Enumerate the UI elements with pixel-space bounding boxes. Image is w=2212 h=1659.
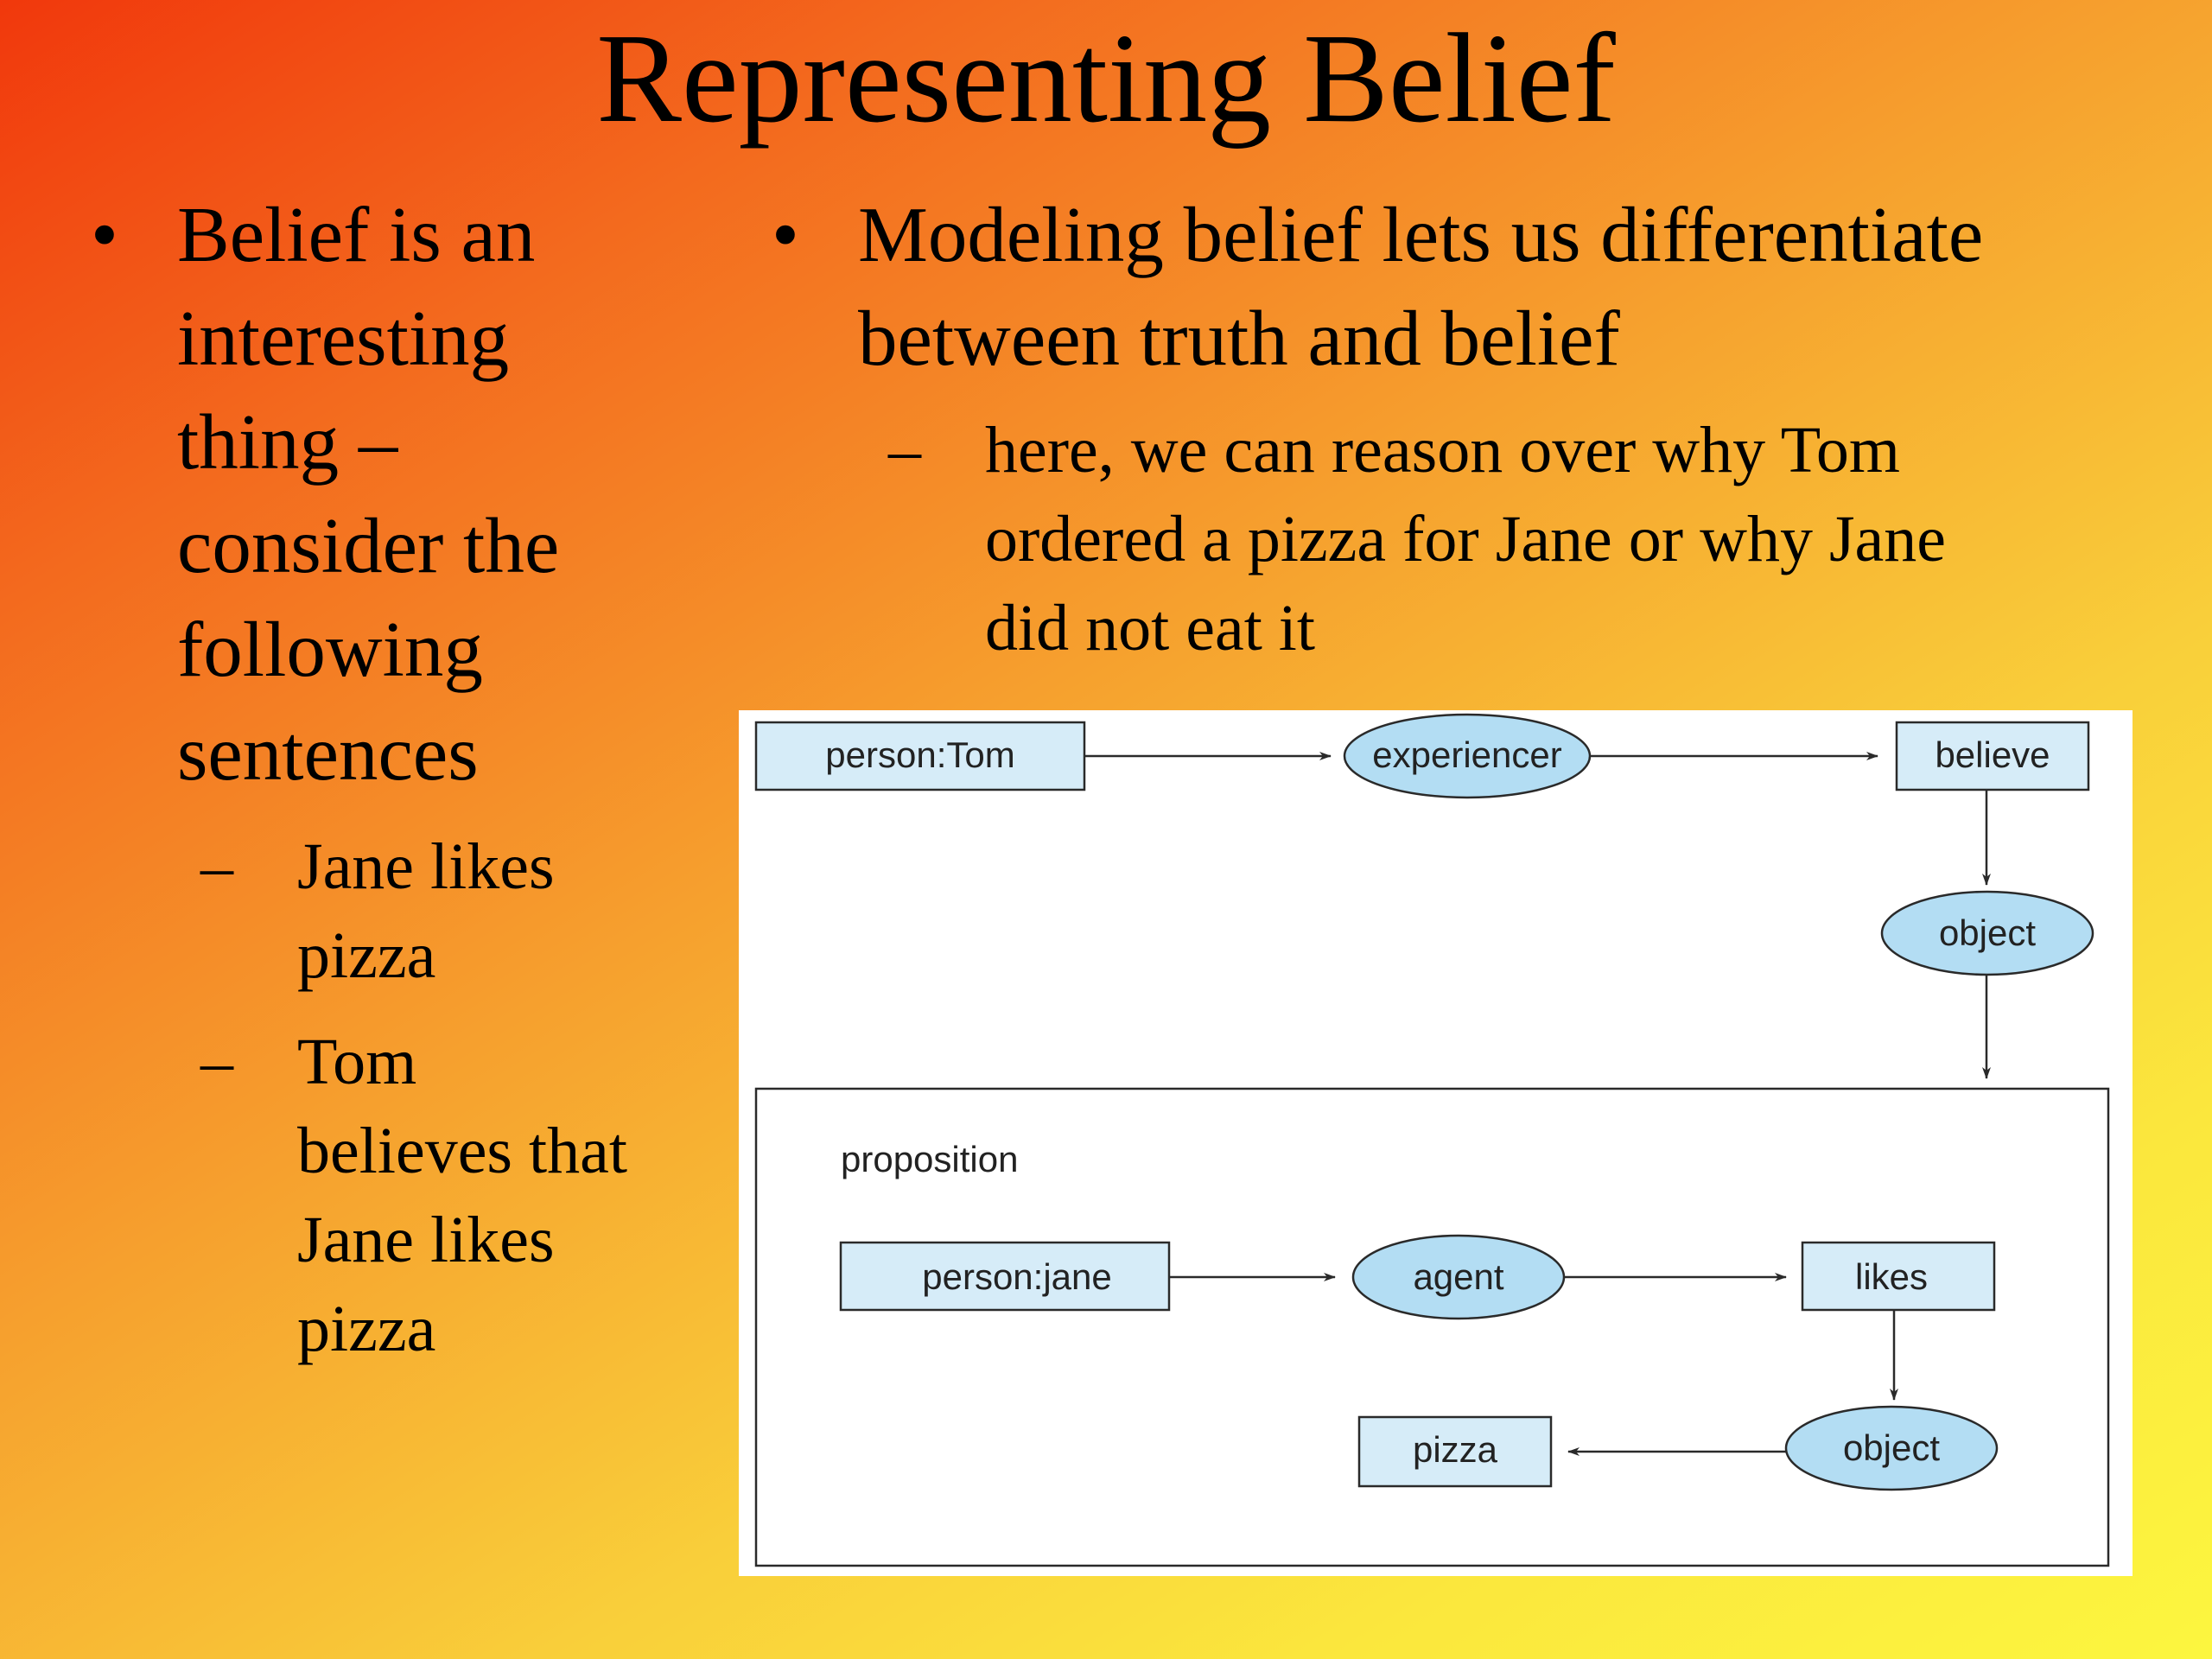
bullet-modeling-belief: • Modeling belief lets us differentiate … xyxy=(772,183,2171,391)
person-tom-node xyxy=(754,721,1086,791)
proposition-label: proposition xyxy=(841,1139,1018,1179)
right-column: • Modeling belief lets us differentiate … xyxy=(772,183,2171,673)
sub-bullet-line: pizza xyxy=(297,1293,436,1365)
bullet-line: following xyxy=(177,606,483,693)
bullet-line: consider the xyxy=(177,502,560,589)
sub-bullet-jane-likes-pizza: – Jane likes pizza xyxy=(200,823,644,1001)
sub-bullet-reasoning: – here, we can reason over why Tom order… xyxy=(888,406,2171,673)
pizza-label: pizza xyxy=(1413,1429,1498,1470)
sub-bullet-marker: – xyxy=(200,830,233,903)
sub-bullet-line: Jane likes xyxy=(297,1204,555,1276)
bullet-belief: • Belief is an interesting thing – consi… xyxy=(91,183,644,805)
belief-graph-svg: person:Tom experiencer believe object pr… xyxy=(754,713,2110,1567)
bullet-line: between truth and belief xyxy=(858,295,1620,382)
object-inner-label: object xyxy=(1843,1427,1940,1468)
object-inner-node xyxy=(1784,1405,1999,1491)
person-jane-label: person:jane xyxy=(922,1256,1112,1297)
sub-bullet-line: did not eat it xyxy=(985,592,1316,664)
sub-bullet-line: here, we can reason over why Tom xyxy=(985,414,1900,486)
bullet-marker: • xyxy=(91,191,118,278)
likes-node xyxy=(1801,1241,1996,1312)
person-tom-label: person:Tom xyxy=(825,734,1014,775)
sub-bullet-line: Tom xyxy=(297,1026,417,1098)
belief-diagram: person:Tom experiencer believe object pr… xyxy=(739,710,2133,1576)
likes-label: likes xyxy=(1855,1256,1928,1297)
sub-bullet-line: believes that xyxy=(297,1115,627,1187)
slide-title: Representing Belief xyxy=(596,8,1616,149)
sub-bullet-line: Jane likes xyxy=(297,830,555,903)
pizza-node xyxy=(1357,1415,1553,1488)
sub-bullet-line: ordered a pizza for Jane or why Jane xyxy=(985,503,1947,575)
bullet-line: Modeling belief lets us differentiate xyxy=(858,191,1984,278)
sub-bullet-line: pizza xyxy=(297,919,436,992)
believe-node xyxy=(1895,721,2090,791)
person-jane-node xyxy=(839,1241,1171,1312)
proposition-box xyxy=(754,1087,2110,1567)
bullet-line: Belief is an xyxy=(177,191,536,278)
sub-bullet-tom-believes: – Tom believes that Jane likes pizza xyxy=(200,1018,644,1374)
sub-bullet-marker: – xyxy=(200,1026,233,1098)
experiencer-label: experiencer xyxy=(1372,734,1561,775)
bullet-line: thing – xyxy=(177,398,398,486)
bullet-marker: • xyxy=(772,191,799,278)
bullet-line: sentences xyxy=(177,709,479,797)
left-column: • Belief is an interesting thing – consi… xyxy=(91,183,644,1374)
bullet-line: interesting xyxy=(177,295,510,382)
agent-label: agent xyxy=(1413,1256,1503,1297)
believe-label: believe xyxy=(1935,734,2050,775)
sub-bullet-marker: – xyxy=(888,414,921,486)
object-outer-label: object xyxy=(1939,912,2036,953)
